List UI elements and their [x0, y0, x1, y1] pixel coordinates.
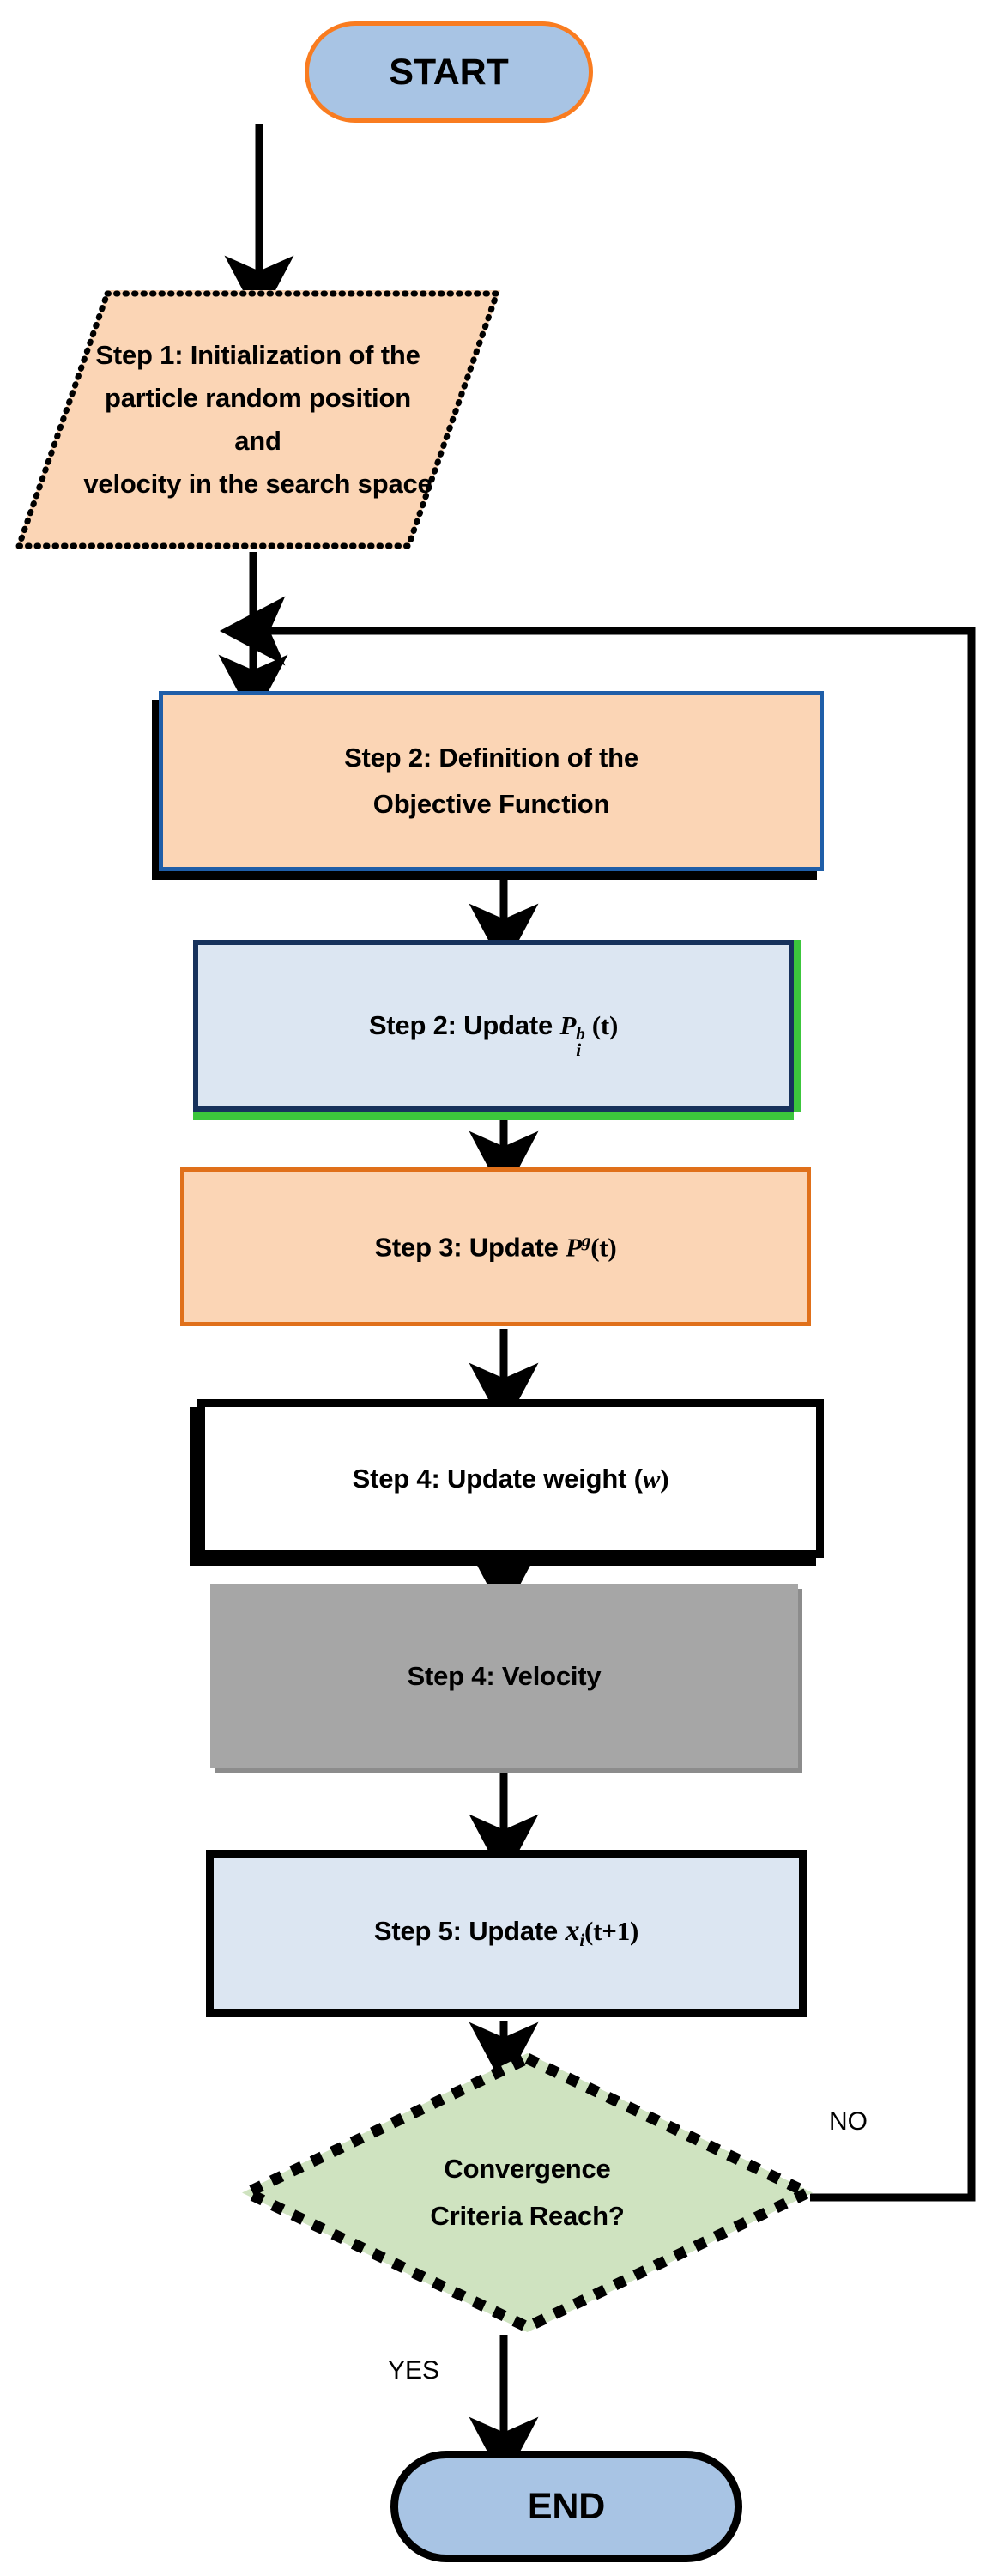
step2a-line-1: Step 2: Definition of the — [344, 742, 638, 773]
start-label: START — [389, 51, 509, 93]
step5-suffix: (t+1) — [584, 1916, 639, 1947]
step1-line-3: velocity in the search space — [83, 469, 432, 500]
step5-text: Step 5: Update xi(t+1) — [374, 1915, 638, 1951]
start-terminator[interactable]: START — [305, 21, 593, 123]
step2b-superscript: b — [576, 1022, 585, 1044]
step5-subscript: i — [579, 1930, 584, 1951]
step4w-symbol: w — [642, 1463, 661, 1494]
step2b-suffix: (t) — [591, 1010, 619, 1040]
step4-update-weight[interactable]: Step 4: Update weight (w) — [197, 1399, 824, 1558]
decision-text: Convergence Criteria Reach? — [242, 2053, 813, 2332]
step2b-text: Step 2: Update P b i (t) — [368, 1010, 619, 1060]
step4w-prefix: Step 4: Update weight ( — [352, 1463, 643, 1494]
step2b-subscript: i — [576, 1039, 581, 1061]
step3-superscript: g — [581, 1230, 591, 1252]
step2-objective-function[interactable]: Step 2: Definition of the Objective Func… — [159, 691, 824, 871]
convergence-decision[interactable]: Convergence Criteria Reach? — [242, 2053, 813, 2332]
end-terminator[interactable]: END — [390, 2451, 742, 2562]
decision-border — [242, 2053, 813, 2332]
step4w-suffix: ) — [660, 1463, 669, 1494]
step3-prefix: Step 3: Update — [374, 1232, 566, 1263]
edge-label-no: NO — [829, 2107, 868, 2136]
step4w-text: Step 4: Update weight (w) — [353, 1464, 669, 1494]
step5-prefix: Step 5: Update — [373, 1916, 566, 1947]
step3-text: Step 3: Update Pg(t) — [374, 1230, 616, 1263]
step3-suffix: (t) — [590, 1232, 617, 1263]
step1-line-1: Step 1: Initialization of the — [95, 339, 420, 370]
step1-border — [15, 290, 500, 549]
step2a-line-2: Objective Function — [372, 789, 610, 819]
step2b-prefix: Step 2: Update — [368, 1010, 560, 1040]
step4-velocity[interactable]: Step 4: Velocity — [210, 1584, 798, 1768]
step1-process[interactable]: Step 1: Initialization of the particle r… — [15, 290, 500, 549]
decision-line-2: Criteria Reach? — [430, 2200, 625, 2231]
step4v-text: Step 4: Velocity — [407, 1660, 602, 1691]
step5-symbol: x — [565, 1915, 580, 1948]
step3-symbol: P — [566, 1232, 582, 1263]
decision-line-1: Convergence — [444, 2154, 611, 2185]
step1-text: Step 1: Initialization of the particle r… — [83, 290, 432, 549]
step3-update-global-best[interactable]: Step 3: Update Pg(t) — [180, 1167, 811, 1326]
step2b-symbol: P — [559, 1010, 577, 1040]
step2a-text: Step 2: Definition of the Objective Func… — [344, 735, 638, 828]
step2-update-personal-best[interactable]: Step 2: Update P b i (t) — [193, 940, 794, 1112]
end-label: END — [527, 2485, 606, 2527]
edge-label-yes: YES — [388, 2356, 440, 2385]
step1-line-2: particle random position and — [105, 382, 411, 456]
step5-update-position[interactable]: Step 5: Update xi(t+1) — [206, 1850, 807, 2017]
